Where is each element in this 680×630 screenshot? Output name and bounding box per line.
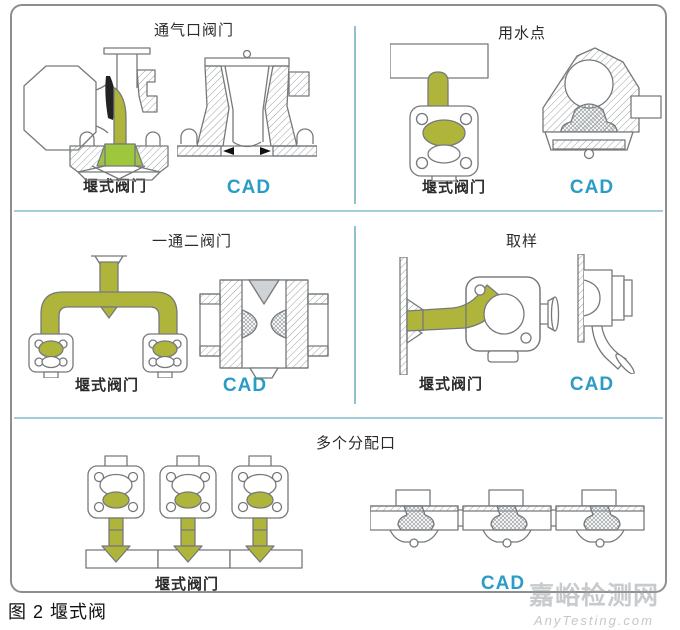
valve-label-vent: 堰式阀门 [82, 178, 148, 195]
figure-caption: 图 2 堰式阀 [8, 602, 108, 622]
cad-label-sampling: CAD [569, 374, 615, 395]
cad-label-vent: CAD [226, 177, 272, 198]
sampling-valve-drawing [390, 257, 560, 375]
row-divider-1 [14, 210, 663, 212]
column-divider-row2 [354, 226, 356, 404]
section-title-vent: 通气口阀门 [153, 22, 235, 39]
cad-label-water-point: CAD [569, 177, 615, 198]
water-point-cad-drawing [527, 44, 662, 174]
valve-label-water-point: 堰式阀门 [421, 179, 487, 196]
section-title-sampling: 取样 [505, 233, 539, 250]
vent-valve-drawing [20, 40, 170, 182]
watermark-site-name: 嘉峪检测网 [528, 582, 659, 610]
vent-cad-drawing [177, 50, 317, 170]
multi-port-cad-drawing [370, 488, 646, 550]
section-title-one-to-two: 一通二阀门 [151, 233, 233, 250]
one-to-two-cad-drawing [192, 270, 337, 380]
column-divider-row1 [354, 26, 356, 204]
cad-label-one-to-two: CAD [222, 375, 268, 396]
one-to-two-valve-drawing [27, 250, 189, 378]
section-title-water-point: 用水点 [497, 25, 547, 42]
figure-panel: 通气口阀门 用水点 一通二阀门 取样 多个分配口 堰式阀门 CAD 堰式阀门 C… [10, 4, 667, 594]
section-title-multi-port: 多个分配口 [315, 435, 397, 452]
sampling-cad-drawing [562, 254, 654, 374]
valve-label-sampling: 堰式阀门 [418, 376, 484, 393]
valve-label-one-to-two: 堰式阀门 [74, 377, 140, 394]
watermark: 嘉峪检测网 AnyTesting.com [514, 576, 674, 628]
watermark-site-url: AnyTesting.com [533, 613, 654, 628]
water-point-valve-drawing [390, 42, 495, 182]
valve-label-multi-port: 堰式阀门 [154, 576, 220, 593]
cad-label-multi-port: CAD [480, 573, 526, 594]
multi-port-valve-drawing [84, 454, 304, 572]
row-divider-2 [14, 417, 663, 419]
